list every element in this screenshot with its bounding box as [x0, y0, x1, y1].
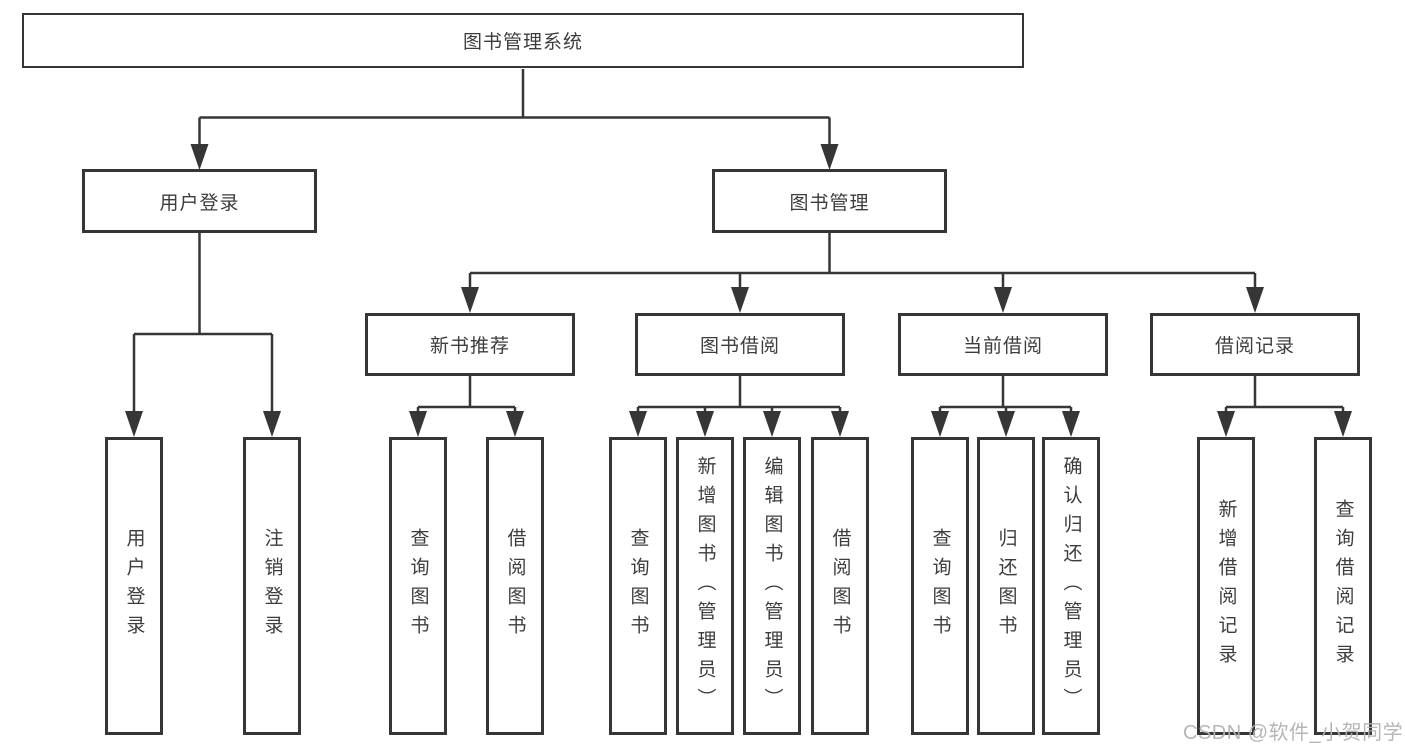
leaf-query-books-borrowing: 查询图书 [609, 437, 667, 735]
leaf-borrow-books-recommend: 借阅图书 [486, 437, 544, 735]
leaf-logout: 注销登录 [243, 437, 301, 735]
node-current-borrowing: 当前借阅 [898, 313, 1108, 376]
leaf-query-borrow-record: 查询借阅记录 [1314, 437, 1372, 735]
node-new-book-recommendation: 新书推荐 [365, 313, 575, 376]
node-book-borrowing: 图书借阅 [635, 313, 845, 376]
csdn-watermark: CSDN @软件_小贺同学 [1183, 722, 1404, 744]
node-borrowing-records: 借阅记录 [1150, 313, 1360, 376]
leaf-confirm-return-admin: 确认归还（管理员） [1042, 437, 1100, 735]
leaf-query-books-current: 查询图书 [911, 437, 969, 735]
node-user-login-branch: 用户登录 [82, 169, 317, 233]
leaf-borrow-books-borrowing: 借阅图书 [811, 437, 869, 735]
leaf-query-books-recommend: 查询图书 [389, 437, 447, 735]
leaf-add-borrow-record: 新增借阅记录 [1197, 437, 1255, 735]
leaf-add-book-admin: 新增图书（管理员） [676, 437, 734, 735]
arrowhead-icons [125, 144, 1352, 437]
leaf-user-login: 用户登录 [105, 437, 163, 735]
node-library-system: 图书管理系统 [22, 13, 1024, 68]
leaf-edit-book-admin: 编辑图书（管理员） [743, 437, 801, 735]
node-book-management: 图书管理 [712, 169, 947, 233]
leaf-return-books: 归还图书 [977, 437, 1035, 735]
